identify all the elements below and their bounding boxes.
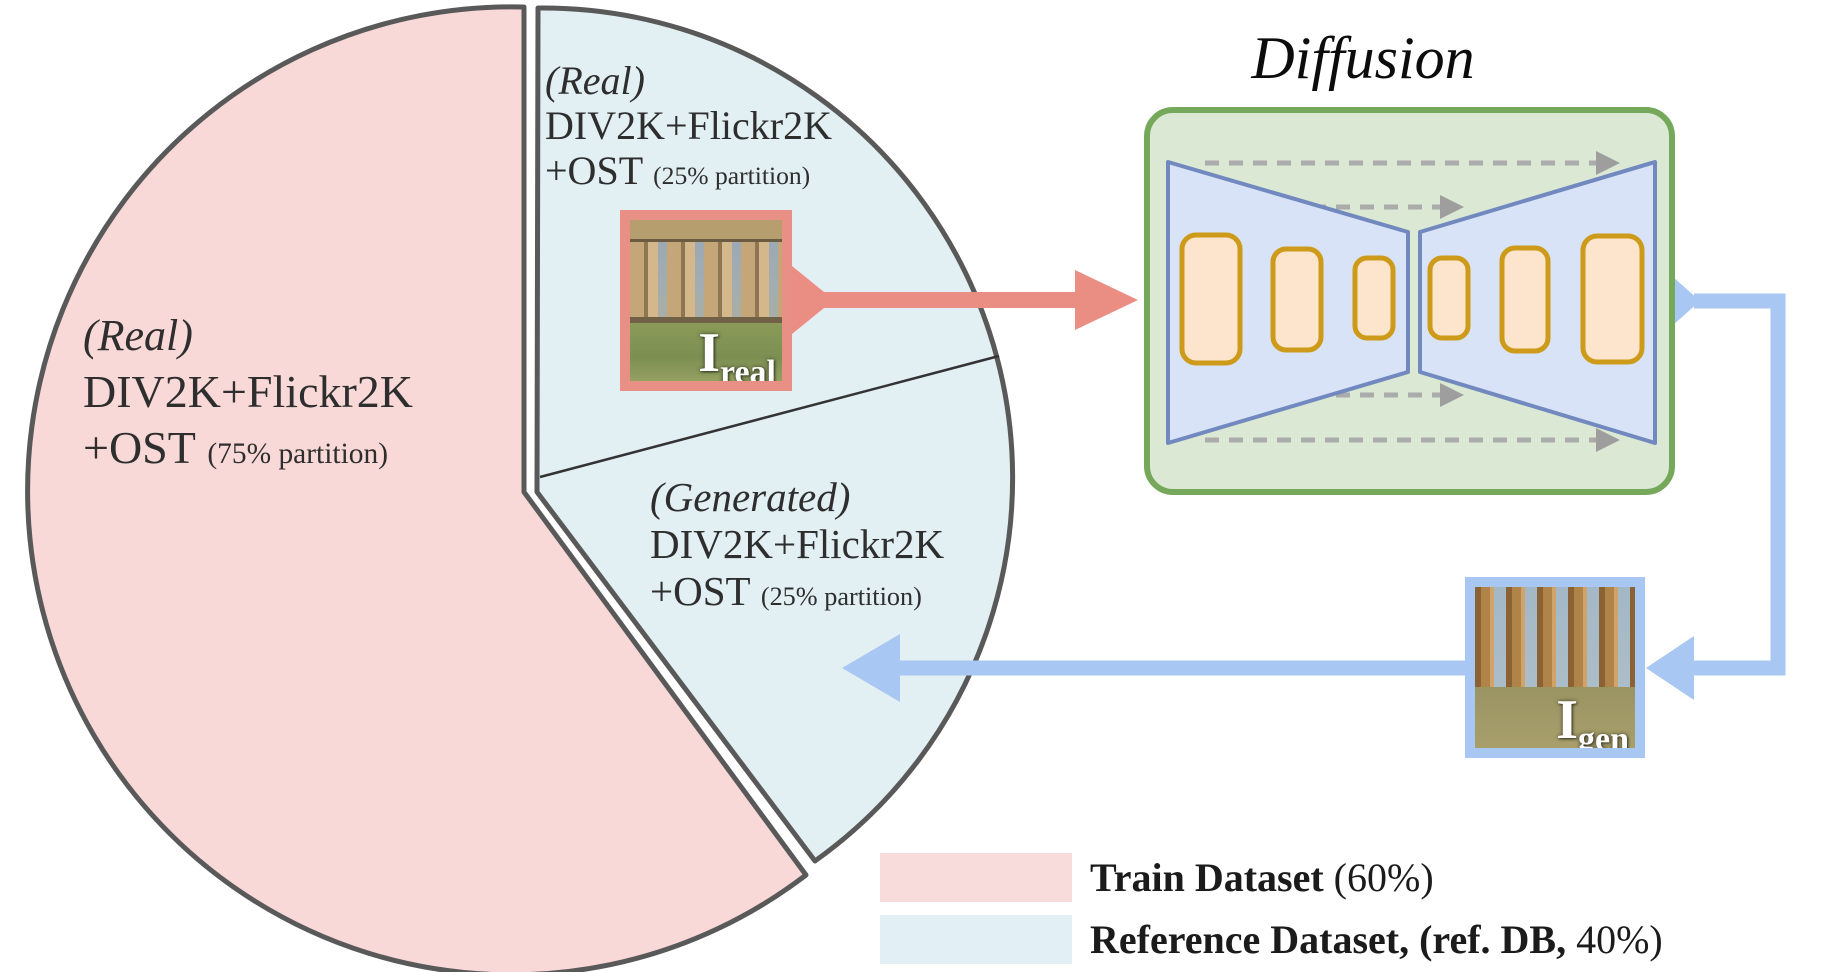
arrowhead-into-pie [842, 634, 900, 702]
temple-grass [630, 323, 782, 381]
decoder-block-1 [1427, 255, 1471, 341]
arrow-real-to-diffusion [792, 266, 1138, 334]
skip-arrowhead-icon [1596, 151, 1620, 175]
reference-generated-tag: (Generated) [650, 474, 851, 520]
pie-slice-divider [539, 354, 1000, 479]
image-real-label: Ireal [698, 325, 776, 381]
reference-generated-note: (25% partition) [760, 582, 922, 611]
train-slice-label: (Real) DIV2K+Flickr2K +OST (75% partitio… [83, 308, 413, 482]
train-slice-note: (75% partition) [207, 438, 389, 470]
arrowhead-into-gen [1646, 636, 1694, 700]
encoder-block-2 [1270, 246, 1324, 353]
temple-columns [630, 228, 782, 320]
legend-swatch-train [880, 853, 1072, 902]
reference-real-dataset: DIV2K+Flickr2K [545, 103, 832, 148]
encoder-block-3 [1352, 255, 1396, 341]
legend-swatch-reference [880, 915, 1072, 964]
diffusion-title: Diffusion [1251, 25, 1475, 91]
temple-photo: Ireal [630, 220, 782, 381]
temple-base [630, 316, 782, 327]
skip-arrowheads [1440, 151, 1620, 452]
image-real-subscript: real [719, 354, 776, 381]
reference-generated-dataset-line2: +OST (25% partition) [650, 568, 922, 614]
forest-ground [1475, 686, 1635, 748]
reference-real-dataset-line2: +OST (25% partition) [545, 148, 811, 193]
decoder-block-2 [1499, 245, 1551, 354]
pie-slice-train-real [25, 4, 809, 972]
reference-generated-dataset: DIV2K+Flickr2K [650, 521, 945, 567]
train-slice-dataset: DIV2K+Flickr2K [83, 366, 414, 417]
legend-item-reference: Reference Dataset, (ref. DB, 40%) [880, 915, 1663, 964]
image-gen-label: Igen [1556, 692, 1629, 748]
image-gen-thumbnail: Igen [1465, 577, 1645, 758]
legend-item-train: Train Dataset (60%) [880, 853, 1434, 902]
encoder-block-1 [1179, 232, 1243, 366]
unet-feature-blocks [1179, 232, 1645, 366]
temple-architrave [630, 220, 782, 243]
train-slice-dataset-line2: +OST (75% partition) [83, 422, 389, 473]
skip-arrowhead-icon [1440, 383, 1464, 407]
legend-label-train: Train Dataset (60%) [1090, 855, 1434, 900]
reference-generated-label: (Generated) DIV2K+Flickr2K +OST (25% par… [650, 474, 944, 620]
skip-arrowhead-icon [1596, 428, 1620, 452]
reference-real-label: (Real) DIV2K+Flickr2K +OST (25% partitio… [545, 58, 832, 198]
reference-real-tag: (Real) [545, 58, 645, 103]
connector-diffusion-to-gen [1694, 293, 1786, 676]
reference-real-note: (25% partition) [653, 161, 811, 190]
legend-label-reference: Reference Dataset, (ref. DB, 40%) [1090, 917, 1663, 962]
forest-trunks [1475, 587, 1635, 694]
forest-photo: Igen [1475, 587, 1635, 748]
diffusion-output-notch [1672, 276, 1700, 326]
decoder-block-3 [1580, 233, 1645, 365]
train-slice-tag: (Real) [83, 311, 193, 360]
skip-arrowhead-icon [1440, 195, 1464, 219]
image-real-thumbnail: Ireal [620, 210, 792, 391]
image-gen-subscript: gen [1578, 721, 1629, 748]
